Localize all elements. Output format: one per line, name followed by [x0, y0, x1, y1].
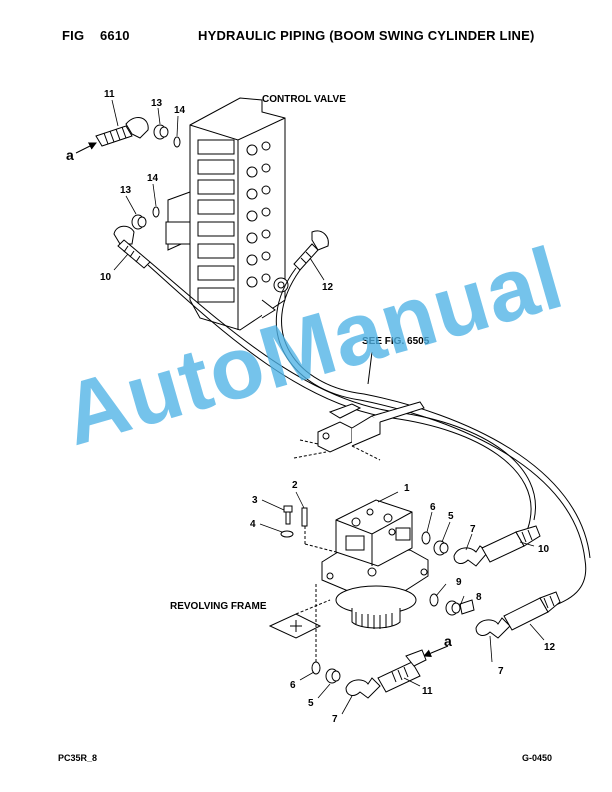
adapter-5-upper [433, 540, 449, 556]
control-valve-assembly [165, 97, 289, 331]
callout-14-upper: 14 [174, 105, 186, 116]
footer-code: G-0450 [522, 753, 553, 763]
mounting-bracket [293, 401, 425, 461]
adapter-8 [445, 599, 475, 616]
callout-12-upper: 12 [322, 282, 334, 293]
o-ring-14-upper [173, 136, 181, 148]
callout-11-lower: 11 [422, 686, 433, 697]
hose-fitting-11-lower [377, 649, 427, 693]
pin-2 [301, 507, 308, 527]
callout-13-mid: 13 [120, 185, 132, 196]
see-fig-leader [367, 351, 373, 385]
callout-10-upper: 10 [100, 272, 112, 283]
adapter-13-upper [153, 124, 169, 140]
footer-model: PC35R_8 [58, 753, 98, 763]
callout-leaders [111, 99, 545, 715]
hose-fitting-12-lower [503, 591, 561, 631]
callout-14-mid: 14 [147, 173, 159, 184]
arrow-a-upper [75, 142, 97, 154]
hose-fitting-11-upper [95, 116, 149, 147]
elbow-7-lower [345, 677, 381, 699]
o-ring-6-upper [421, 531, 431, 545]
callout-2: 2 [292, 480, 298, 491]
hose-fitting-10-lower [481, 525, 541, 563]
callout-11-upper: 11 [104, 89, 115, 100]
callout-7-upper: 7 [470, 524, 476, 535]
revolving-frame-plate [268, 599, 331, 639]
callout-10-lower: 10 [538, 544, 550, 555]
callout-6-upper: 6 [430, 502, 436, 513]
o-ring-14-mid [152, 206, 160, 218]
figure-label: FIG [62, 28, 85, 43]
hose-fitting-12-upper [293, 230, 329, 271]
callout-8: 8 [476, 592, 482, 603]
callout-13-upper: 13 [151, 98, 163, 109]
callout-6-lower: 6 [290, 680, 296, 691]
callout-9: 9 [456, 577, 462, 588]
callout-4: 4 [250, 519, 256, 530]
adapter-5-lower [325, 668, 341, 684]
swing-motor [321, 499, 429, 629]
figure-title: HYDRAULIC PIPING (BOOM SWING CYLINDER LI… [198, 28, 535, 43]
callout-7-mid: 7 [498, 666, 504, 677]
arrow-a-lower [423, 645, 449, 657]
bolt-3 [283, 505, 293, 525]
callout-12-lower: 12 [544, 642, 556, 653]
o-ring-9 [429, 593, 439, 607]
washer-4 [280, 530, 294, 538]
figure-number: 6610 [100, 28, 130, 43]
label-arrow-a-lower: a [444, 633, 452, 649]
hose-lines [147, 261, 591, 609]
callout-7-lower: 7 [332, 714, 338, 725]
callout-5-lower: 5 [308, 698, 314, 709]
adapter-13-mid [131, 214, 147, 230]
label-control-valve: CONTROL VALVE [262, 94, 346, 105]
label-see-fig: SEE FIG. 6505 [362, 336, 430, 347]
callout-5-upper: 5 [448, 511, 454, 522]
hose-fitting-10-upper [113, 225, 151, 269]
label-revolving-frame: REVOLVING FRAME [170, 601, 267, 612]
callout-3: 3 [252, 495, 258, 506]
callout-1: 1 [404, 483, 410, 494]
elbow-7-mid [475, 617, 511, 639]
label-arrow-a-upper: a [66, 147, 74, 163]
